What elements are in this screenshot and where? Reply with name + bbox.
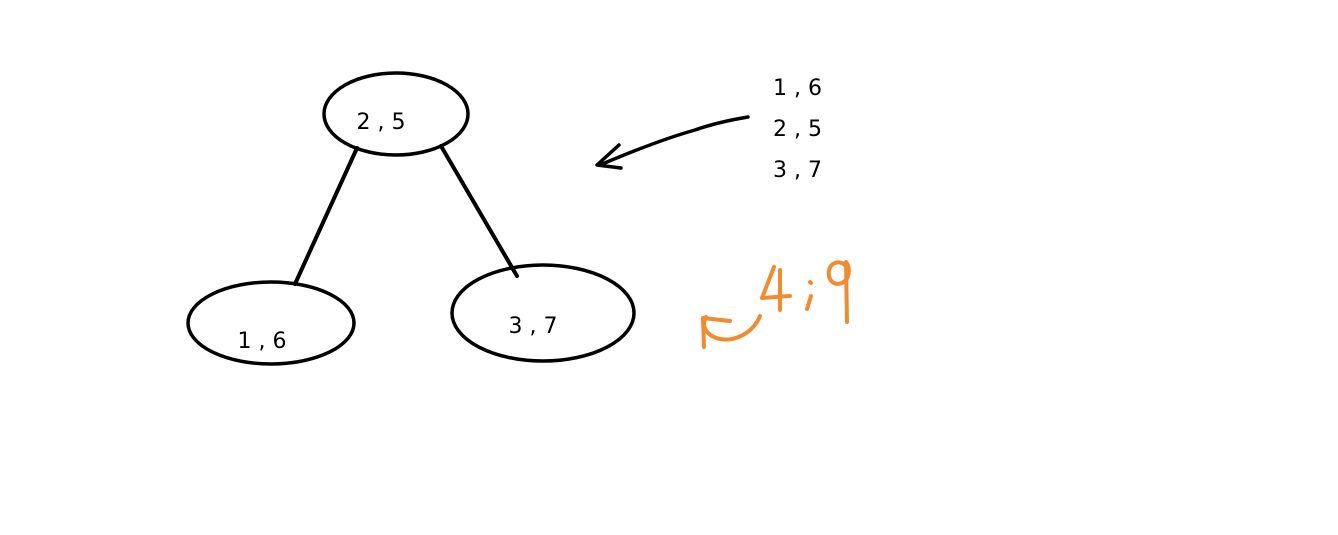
tree-node-root: 2 , 5 — [322, 71, 470, 157]
tree-node-left: 1 , 6 — [186, 280, 356, 366]
node-ellipse — [186, 280, 356, 366]
handwritten-annotation — [701, 260, 851, 349]
list-item: 1 , 6 — [773, 76, 822, 101]
node-label: 2 , 5 — [357, 110, 406, 135]
arrow-icon — [595, 115, 750, 170]
edge-root-left — [293, 146, 359, 286]
node-label: 1 , 6 — [238, 329, 287, 354]
edge-root-right — [439, 144, 519, 278]
node-ellipse — [450, 263, 636, 363]
tree-node-right: 3 , 7 — [450, 263, 636, 363]
list-item: 2 , 5 — [773, 117, 822, 142]
handwritten-digit-nine — [826, 260, 851, 324]
node-label: 3 , 7 — [509, 314, 558, 339]
node-ellipse — [322, 71, 470, 157]
handwritten-semicolon — [805, 280, 813, 311]
handwritten-digit-four — [760, 265, 792, 312]
input-list: 1 , 6 2 , 5 3 , 7 — [773, 76, 822, 183]
list-item: 3 , 7 — [773, 158, 822, 183]
